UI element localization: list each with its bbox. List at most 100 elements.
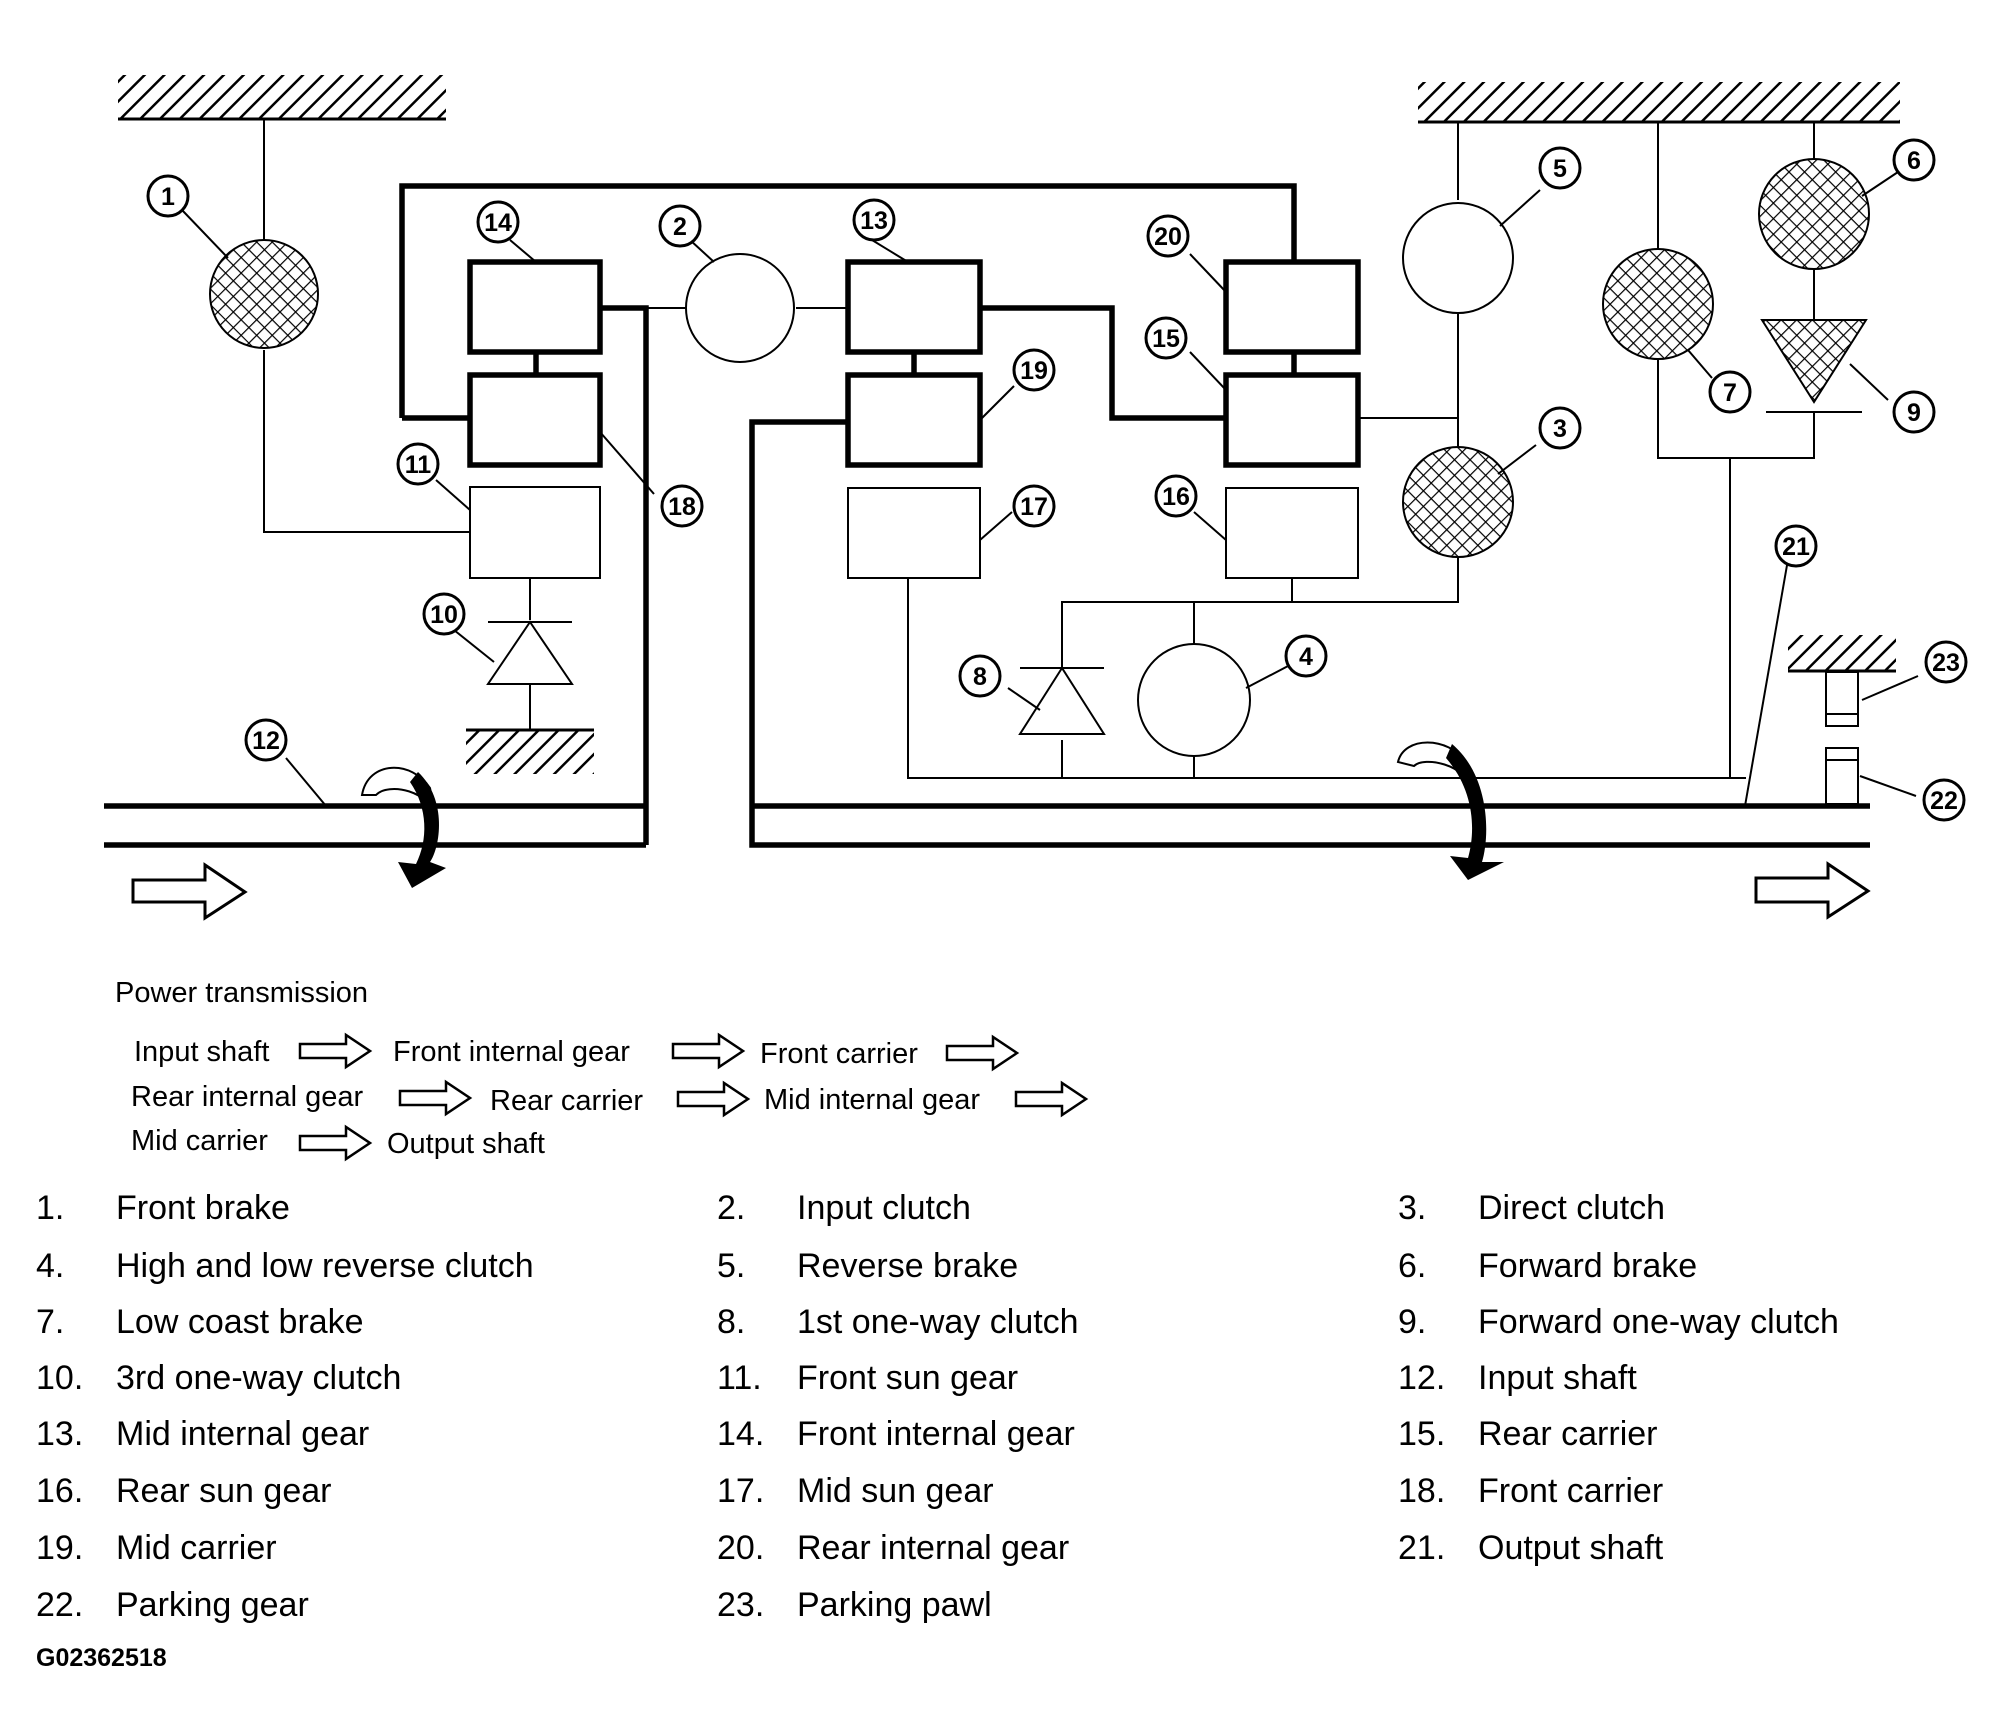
legend-number: 2.: [717, 1189, 746, 1227]
legend-label: Mid carrier: [116, 1529, 277, 1567]
legend-label: Direct clutch: [1478, 1189, 1666, 1227]
legend-number: 21.: [1398, 1529, 1446, 1567]
legend-number: 18.: [1398, 1472, 1446, 1510]
mid-carrier-box: [845, 372, 983, 468]
callout-3: 3: [1538, 406, 1582, 450]
svg-text:23: 23: [1932, 649, 1960, 677]
legend-number: 16.: [36, 1472, 84, 1510]
svg-text:3: 3: [1553, 415, 1567, 443]
low-coast-brake-symbol: [1602, 248, 1714, 360]
callout-4: 4: [1284, 634, 1328, 678]
svg-text:6: 6: [1907, 147, 1921, 175]
legend-number: 17.: [717, 1472, 765, 1510]
legend-number: 11.: [717, 1359, 762, 1397]
callout-18: 18: [660, 484, 704, 528]
callout-1: 1: [146, 174, 190, 218]
3rd-one-way-clutch-symbol: [486, 620, 574, 685]
callout-7: 7: [1708, 370, 1752, 414]
legend-label: Parking gear: [116, 1586, 309, 1624]
legend-number: 23.: [717, 1586, 765, 1624]
legend-number: 5.: [717, 1247, 746, 1285]
legend-number: 6.: [1398, 1247, 1427, 1285]
callout-5: 5: [1538, 146, 1582, 190]
output-flow-arrow: [1754, 861, 1871, 920]
svg-text:8: 8: [973, 663, 987, 691]
parking-pawl-symbol: [1825, 671, 1859, 727]
svg-text:7: 7: [1723, 379, 1737, 407]
legend-number: 15.: [1398, 1415, 1446, 1453]
callout-22: 22: [1922, 778, 1966, 822]
legend-number: 10.: [36, 1359, 84, 1397]
legend-number: 4.: [36, 1247, 65, 1285]
legend-number: 12.: [1398, 1359, 1446, 1397]
legend-number: 14.: [717, 1415, 765, 1453]
1st-one-way-clutch-symbol: [1018, 666, 1106, 735]
forward-brake-symbol: [1758, 158, 1870, 270]
legend-number: 7.: [36, 1303, 65, 1341]
callout-2: 2: [658, 204, 702, 248]
mid-sun-gear-box: [847, 487, 981, 579]
callout-16: 16: [1154, 474, 1198, 518]
input-flow-arrow: [131, 862, 248, 921]
input-clutch-symbol: [685, 253, 795, 363]
callout-6: 6: [1892, 138, 1936, 182]
legend-label: Front brake: [116, 1189, 290, 1227]
legend-label: Rear sun gear: [116, 1472, 332, 1510]
legend-number: 22.: [36, 1586, 84, 1624]
callout-20: 20: [1146, 214, 1190, 258]
input-rotation-arrow: [360, 766, 446, 888]
flow-step-input-shaft: Input shaft: [134, 1036, 269, 1068]
reverse-brake-symbol: [1402, 202, 1514, 314]
legend-label: 3rd one-way clutch: [116, 1359, 402, 1397]
front-sun-gear-box: [469, 486, 601, 579]
svg-text:18: 18: [668, 493, 696, 521]
flow-arrow-2: [671, 1032, 746, 1070]
rear-internal-gear-box: [1223, 259, 1361, 355]
flow-step-front-carrier: Front carrier: [760, 1038, 918, 1070]
ground-left: [118, 75, 446, 119]
rear-carrier-box: [1223, 372, 1361, 468]
front-brake-symbol: [209, 239, 319, 349]
callout-8: 8: [958, 654, 1002, 698]
flow-step-rear-internal-gear: Rear internal gear: [131, 1081, 363, 1113]
legend-label: Mid internal gear: [116, 1415, 370, 1453]
svg-text:22: 22: [1930, 787, 1958, 815]
legend-label: Low coast brake: [116, 1303, 364, 1341]
front-carrier-box: [467, 372, 603, 468]
ground-bottom: [466, 730, 594, 774]
svg-text:9: 9: [1907, 399, 1921, 427]
svg-text:5: 5: [1553, 155, 1567, 183]
svg-text:13: 13: [860, 207, 888, 235]
power-transmission-title: Power transmission: [115, 977, 368, 1009]
legend-label: Input clutch: [797, 1189, 971, 1227]
callout-15: 15: [1144, 316, 1188, 360]
svg-text:21: 21: [1782, 533, 1810, 561]
ground-right: [1418, 82, 1900, 122]
direct-clutch-symbol: [1402, 446, 1514, 558]
callout-19: 19: [1012, 348, 1056, 392]
legend-number: 9.: [1398, 1303, 1427, 1341]
svg-text:12: 12: [252, 727, 280, 755]
legend-label: 1st one-way clutch: [797, 1303, 1079, 1341]
svg-text:11: 11: [405, 451, 432, 479]
high-low-reverse-clutch-symbol: [1137, 643, 1251, 757]
callout-12: 12: [244, 718, 288, 762]
flow-arrow-5: [676, 1080, 751, 1118]
svg-text:10: 10: [430, 601, 458, 629]
svg-text:14: 14: [484, 209, 512, 237]
legend-label: Input shaft: [1478, 1359, 1637, 1397]
flow-step-front-internal-gear: Front internal gear: [393, 1036, 630, 1068]
legend-number: 13.: [36, 1415, 84, 1453]
legend-number: 3.: [1398, 1189, 1427, 1227]
legend-label: Forward one-way clutch: [1478, 1303, 1839, 1341]
svg-text:1: 1: [161, 183, 175, 211]
svg-text:2: 2: [673, 213, 687, 241]
callout-9: 9: [1892, 390, 1936, 434]
legend-label: Rear internal gear: [797, 1529, 1070, 1567]
flow-step-mid-carrier: Mid carrier: [131, 1125, 268, 1157]
callout-17: 17: [1012, 484, 1056, 528]
legend-label: Reverse brake: [797, 1247, 1019, 1285]
legend-label: Rear carrier: [1478, 1415, 1658, 1453]
